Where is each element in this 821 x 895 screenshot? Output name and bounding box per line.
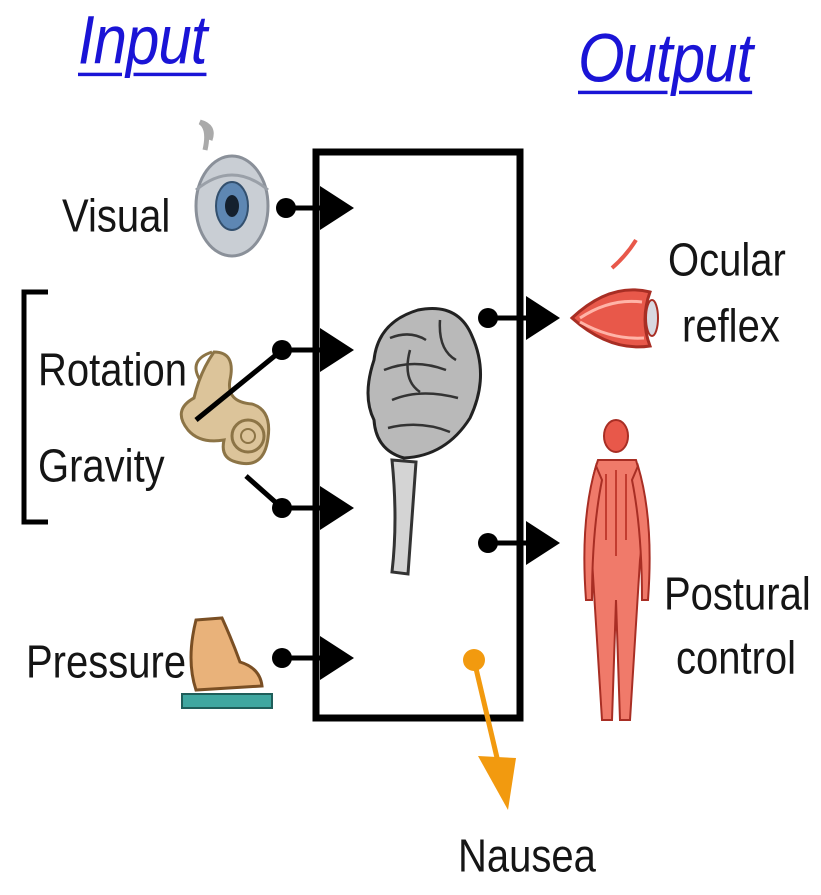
visual-label: Visual [62,190,170,243]
nausea-label: Nausea [458,830,596,883]
ocular-label-line1: Ocular [668,234,786,287]
eye-muscles-icon [572,240,658,347]
foot-icon [182,618,272,708]
eye-icon [196,122,268,256]
pressure-label: Pressure [26,636,186,689]
ocular-label-line2: reflex [682,300,780,353]
postural-label-line2: control [676,632,796,685]
gravity-label: Gravity [38,440,165,493]
postural-label-line1: Postural [664,568,811,621]
muscle-body-icon [584,420,649,720]
rotation-label: Rotation [38,344,187,397]
